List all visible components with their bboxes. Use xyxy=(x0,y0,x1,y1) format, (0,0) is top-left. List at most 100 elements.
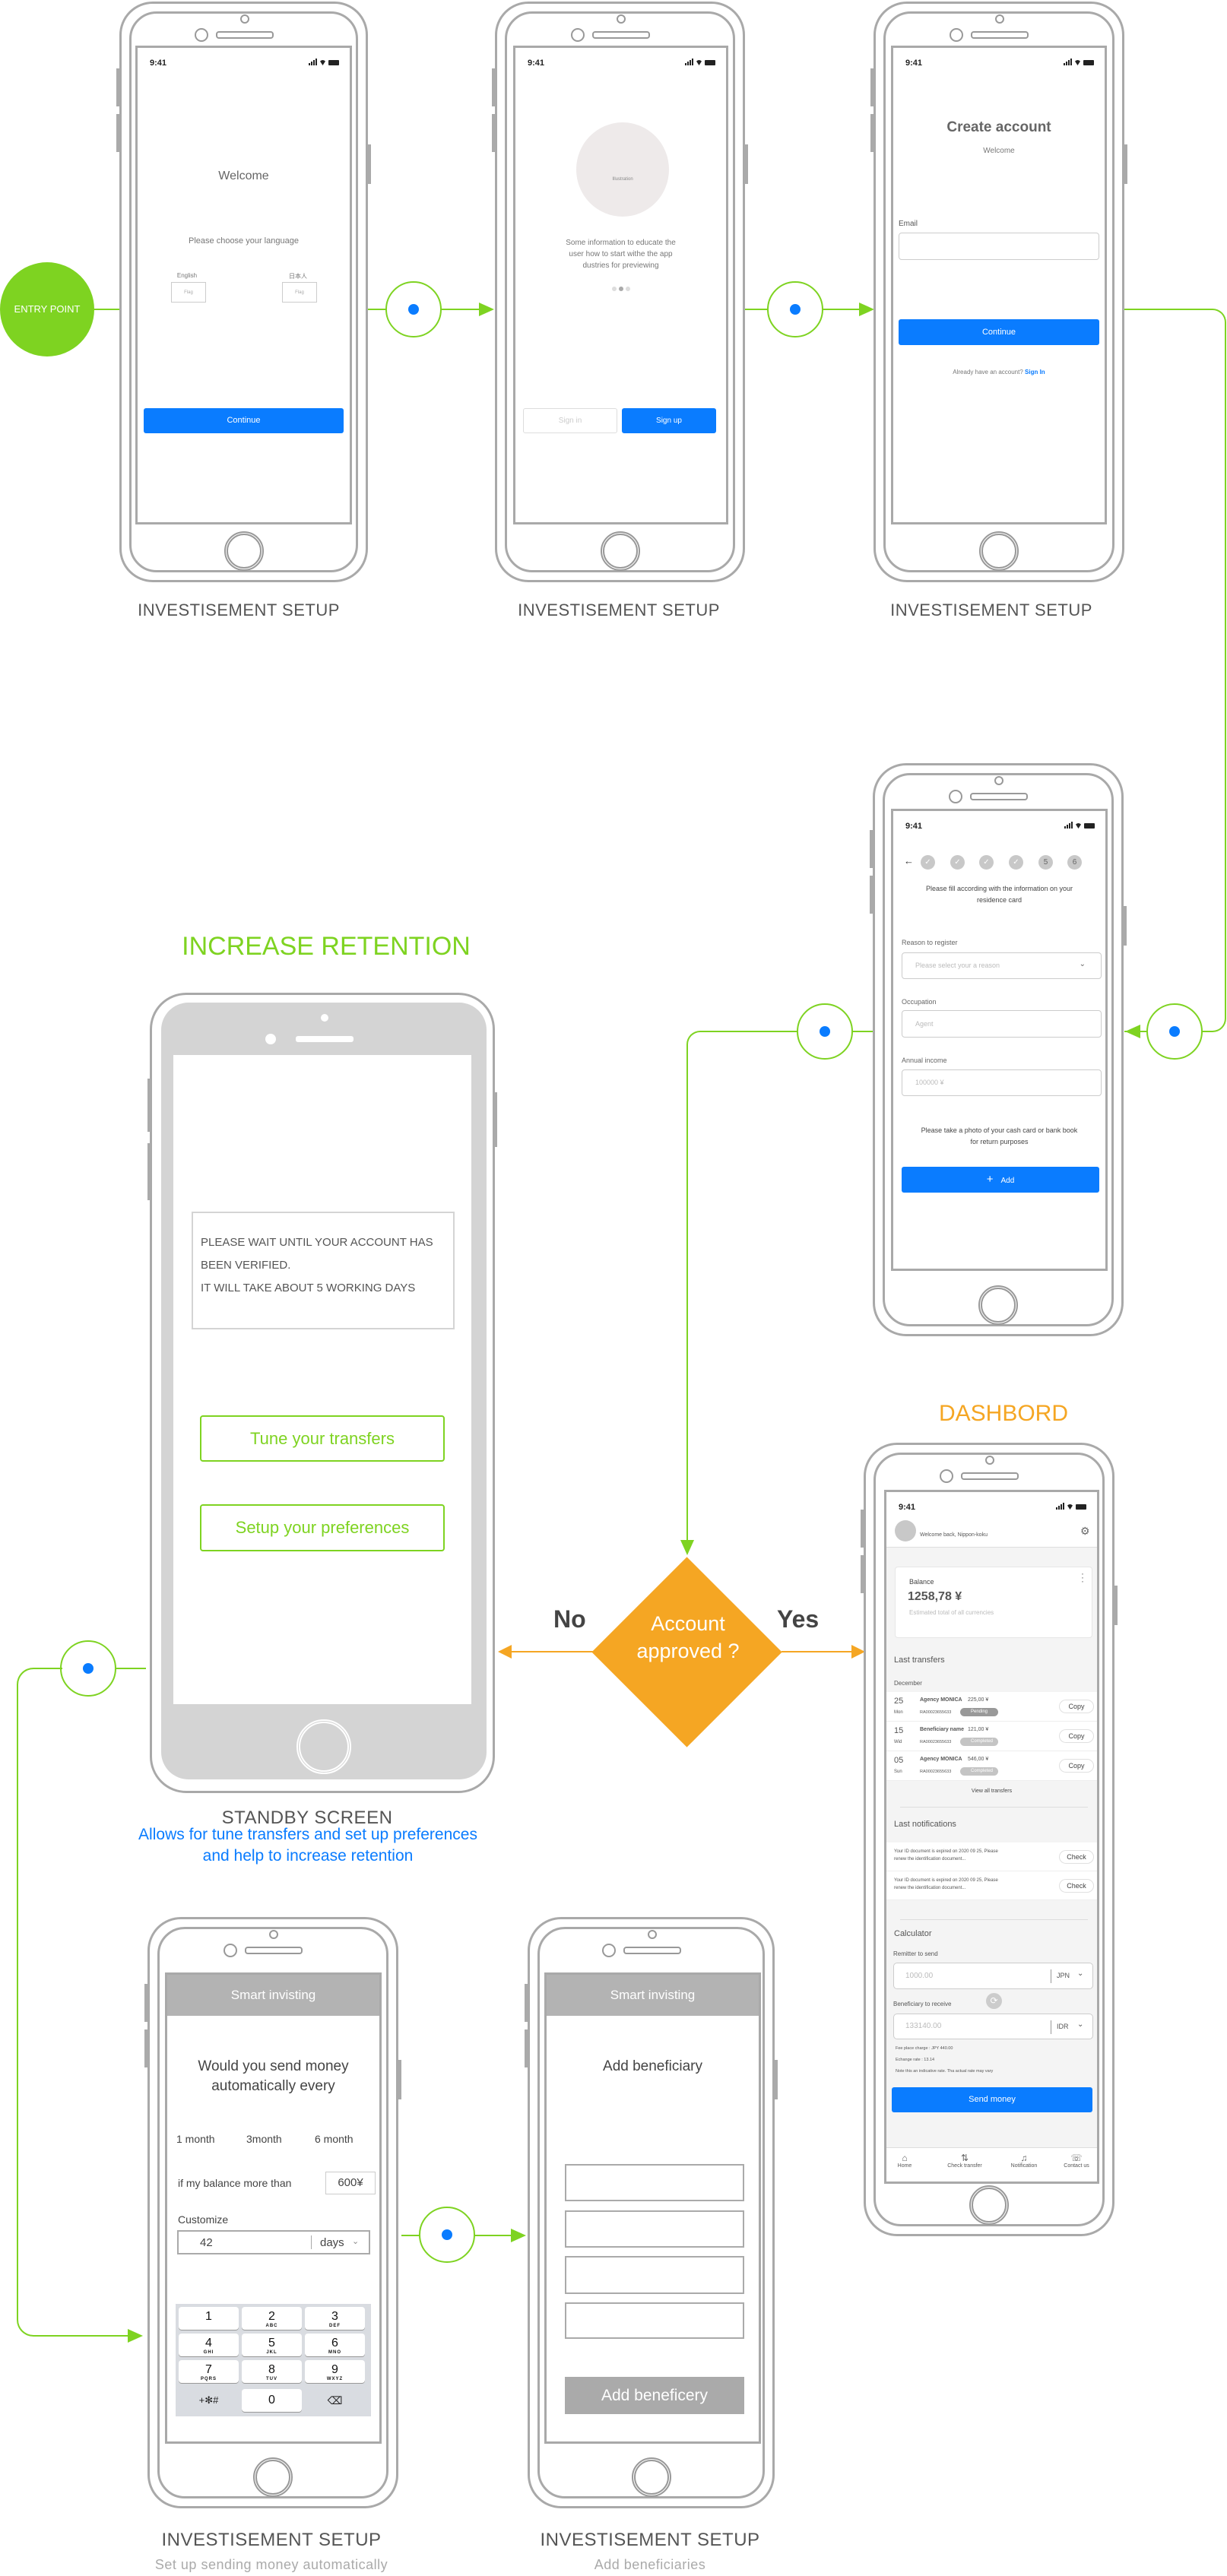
view-all-link[interactable]: View all transfers xyxy=(971,1789,1013,1794)
home-button[interactable] xyxy=(253,2457,293,2497)
speaker xyxy=(215,31,274,39)
tab-contact[interactable]: ☏Contact us xyxy=(1057,2153,1096,2169)
entry-point[interactable]: ENTRY POINT xyxy=(0,262,94,356)
home-button[interactable] xyxy=(978,1285,1018,1325)
flow-connector[interactable] xyxy=(767,281,823,337)
balance-condition-label: if my balance more than xyxy=(178,2177,292,2189)
status-icons xyxy=(1056,1503,1086,1510)
key-0[interactable]: 0 xyxy=(242,2389,302,2412)
income-input[interactable]: 100000 ¥ xyxy=(902,1069,1102,1096)
page-dot-active[interactable] xyxy=(619,287,623,291)
send-currency-select[interactable]: JPN xyxy=(1057,1972,1070,1979)
tab-notification[interactable]: ♫Notification xyxy=(1002,2153,1046,2169)
check-button[interactable]: Check xyxy=(1059,1850,1094,1864)
add-photo-button[interactable]: +Add xyxy=(902,1167,1099,1193)
setup-preferences-button[interactable]: Setup your preferences xyxy=(200,1504,445,1551)
key-letters: JKL xyxy=(266,2350,277,2355)
occupation-input[interactable]: Agent xyxy=(902,1010,1102,1038)
transfer-weekday: Mon xyxy=(894,1710,903,1715)
flow-connector[interactable] xyxy=(385,281,442,337)
copy-button[interactable]: Copy xyxy=(1059,1729,1094,1743)
home-button[interactable] xyxy=(296,1719,351,1774)
standby-description: Allows for tune transfers and set up pre… xyxy=(99,1824,517,1867)
status-time: 9:41 xyxy=(905,822,923,831)
add-beneficiary-button[interactable]: Add beneficery xyxy=(565,2377,744,2414)
calculator-title: Calculator xyxy=(894,1929,932,1938)
balance-amount: 1258,78 ¥ xyxy=(908,1590,962,1603)
copy-button[interactable]: Copy xyxy=(1059,1700,1094,1713)
flag-japanese-button[interactable]: Flag xyxy=(282,282,317,303)
beneficiary-field[interactable] xyxy=(565,2164,744,2201)
language-label: 日本人 xyxy=(289,273,307,280)
period-1-month[interactable]: 1 month xyxy=(176,2133,215,2145)
home-button[interactable] xyxy=(600,531,640,571)
receive-amount-input[interactable]: 133140.00 IDR ⌄ xyxy=(893,2014,1093,2039)
continue-button[interactable]: Continue xyxy=(899,319,1099,345)
sign-in-link[interactable]: Sign In xyxy=(1025,369,1045,375)
beneficiary-field[interactable] xyxy=(565,2256,744,2294)
camera-icon xyxy=(224,1944,237,1957)
sign-up-button[interactable]: Sign up xyxy=(622,408,716,433)
back-arrow-icon[interactable]: ← xyxy=(904,855,914,867)
home-button[interactable] xyxy=(224,531,264,571)
beneficiary-field[interactable] xyxy=(565,2210,744,2248)
decision-line: approved ? xyxy=(636,1640,740,1662)
side-button xyxy=(147,1143,151,1200)
avatar[interactable] xyxy=(895,1520,916,1541)
page-dot[interactable] xyxy=(626,287,630,291)
beneficiary-field[interactable] xyxy=(565,2302,744,2339)
send-amount-input[interactable]: 1000.00 JPN ⌄ xyxy=(893,1963,1093,1989)
flow-connector[interactable] xyxy=(60,1640,116,1697)
check-button[interactable]: Check xyxy=(1059,1879,1094,1893)
flow-connector[interactable] xyxy=(419,2207,475,2263)
flag-english-button[interactable]: Flag xyxy=(171,282,206,303)
backspace-icon[interactable]: ⌫ xyxy=(327,2394,343,2406)
key-1[interactable]: 1 xyxy=(179,2307,239,2330)
screen-caption: INVESTISEMENT SETUP xyxy=(540,2530,760,2550)
side-button xyxy=(861,1510,864,1548)
screen-onboarding: 9:41 Illustration Some information to ed… xyxy=(513,46,728,524)
key-symbols[interactable]: +✻# xyxy=(198,2394,219,2406)
tune-transfers-button[interactable]: Tune your transfers xyxy=(200,1415,445,1462)
email-field[interactable] xyxy=(899,233,1099,260)
home-button[interactable] xyxy=(631,2457,671,2497)
page-dot[interactable] xyxy=(612,287,617,291)
receive-currency-select[interactable]: IDR xyxy=(1057,2023,1069,2030)
customize-input[interactable]: 42 days ⌄ xyxy=(177,2230,370,2254)
send-money-button[interactable]: Send money xyxy=(892,2087,1092,2112)
transfer-ref: RA00023655633 xyxy=(920,1770,952,1774)
tab-home[interactable]: ⌂Home xyxy=(888,2153,921,2169)
period-3-month[interactable]: 3month xyxy=(246,2133,282,2145)
home-button[interactable] xyxy=(979,531,1019,571)
flow-connector[interactable] xyxy=(1146,1003,1203,1060)
reason-select[interactable]: Please select your a reason ⌄ xyxy=(902,952,1102,979)
flow-line xyxy=(686,1031,798,1548)
unit-select[interactable]: days xyxy=(320,2236,344,2249)
wifi-icon xyxy=(696,60,702,65)
balance-threshold-input[interactable]: 600¥ xyxy=(325,2172,376,2194)
camera-icon xyxy=(949,790,962,803)
status-time: 9:41 xyxy=(528,59,545,68)
flow-connector[interactable] xyxy=(797,1003,853,1060)
continue-button[interactable]: Continue xyxy=(144,408,344,433)
period-6-month[interactable]: 6 month xyxy=(315,2133,354,2145)
copy-button[interactable]: Copy xyxy=(1059,1759,1094,1773)
home-button[interactable] xyxy=(969,2185,1009,2225)
more-options-icon[interactable]: ··· xyxy=(1081,1568,1084,1586)
transfer-day: 05 xyxy=(894,1756,904,1765)
tab-check-transfer[interactable]: ⇅Check transfer xyxy=(941,2153,988,2169)
side-button xyxy=(1123,906,1127,946)
page-indicator[interactable] xyxy=(612,287,630,291)
swap-icon[interactable]: ⟳ xyxy=(986,1993,1002,2009)
status-time: 9:41 xyxy=(899,1503,916,1512)
sign-in-button[interactable]: Sign in xyxy=(523,408,617,433)
gear-icon[interactable]: ⚙ xyxy=(1080,1525,1090,1537)
